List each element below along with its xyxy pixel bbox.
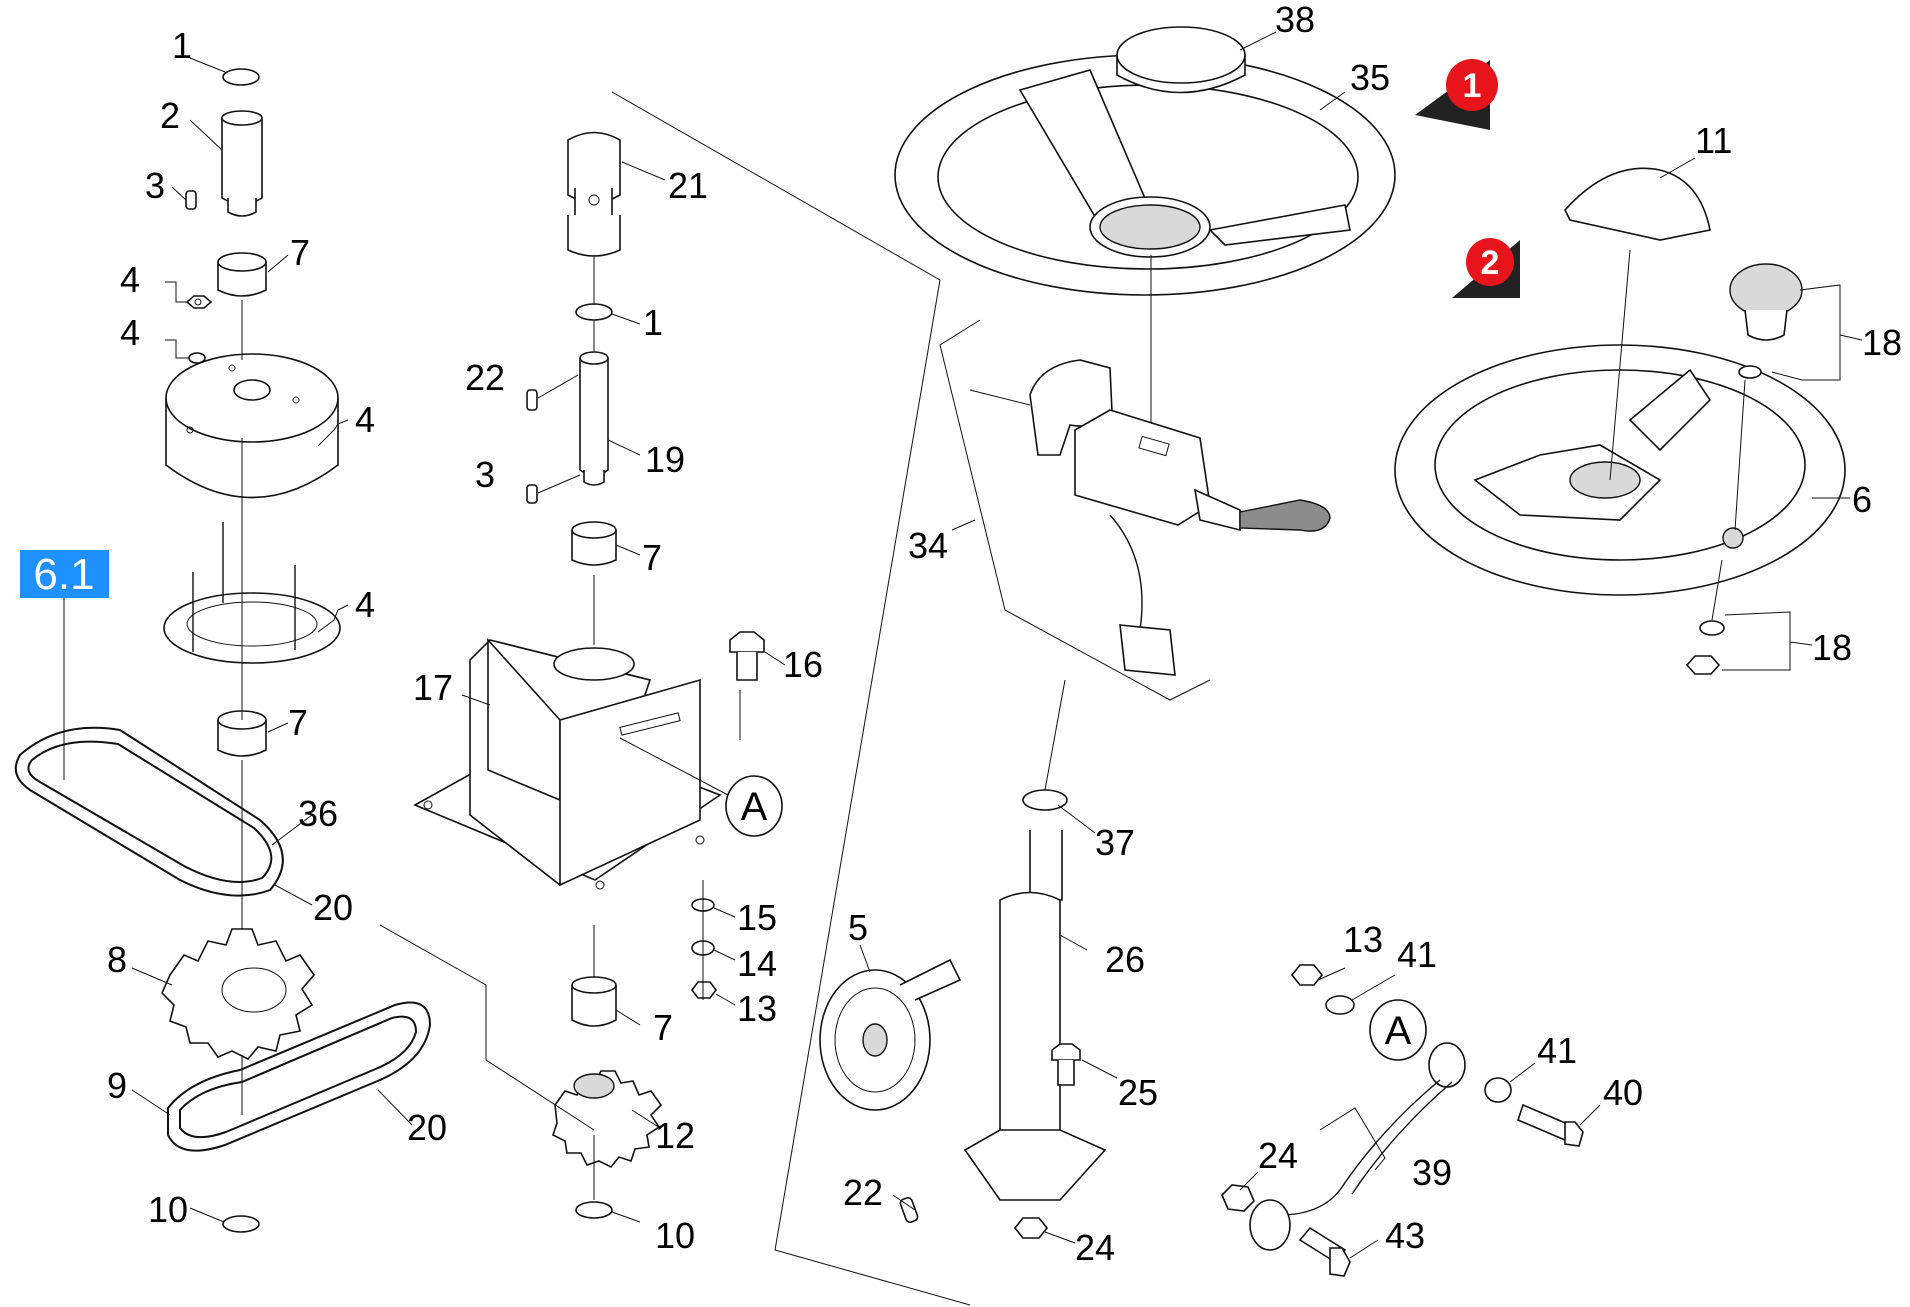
- callout-label: 24: [1075, 1227, 1115, 1268]
- highlight-tag-label: 6.1: [33, 550, 94, 599]
- reference-symbol-a-1: A: [619, 737, 783, 837]
- callout-label: 13: [1343, 919, 1383, 960]
- drive-chain-lower: [167, 1001, 432, 1152]
- variant-marker-1-label: 1: [1463, 67, 1482, 105]
- callout-label: 26: [1105, 939, 1145, 980]
- callout-label: 7: [653, 1007, 673, 1048]
- callout-label: 21: [668, 165, 708, 206]
- callout-label: 39: [1412, 1152, 1452, 1193]
- callout-label: 37: [1095, 822, 1135, 863]
- variant-marker-2-label: 2: [1481, 244, 1500, 282]
- center-column-assembly: [413, 131, 765, 1219]
- left-shaft-assembly: [163, 68, 341, 1115]
- variant-marker-2-circle[interactable]: [1466, 238, 1514, 286]
- callout-label: 38: [1275, 0, 1315, 40]
- steering-wheel-35: [894, 26, 1396, 470]
- highlight-tag-box[interactable]: [20, 550, 109, 598]
- callout-label: 4: [355, 399, 375, 440]
- callout-label: 5: [848, 907, 868, 948]
- callout-label: 3: [475, 454, 495, 495]
- callout-label: 12: [655, 1115, 695, 1156]
- callout-label: 36: [298, 793, 338, 834]
- callout-label: 10: [655, 1215, 695, 1256]
- callout-labels: 1 2 3 7 4 4 4 4 7 36 20 8 9 20 10 21 1 2…: [107, 0, 1902, 1268]
- horn-5: [819, 958, 962, 1111]
- steering-column-26: [899, 679, 1107, 1239]
- callout-label: 22: [465, 357, 505, 398]
- reference-symbol-a-2: A: [1369, 999, 1427, 1061]
- callout-label: 4: [120, 259, 140, 300]
- callout-label: 9: [107, 1065, 127, 1106]
- shaft-19-part: [579, 358, 609, 476]
- variant-marker-2[interactable]: 2: [1452, 238, 1520, 298]
- shaft-part: [221, 117, 263, 205]
- key-part: [185, 190, 197, 210]
- callout-label: 24: [1258, 1135, 1298, 1176]
- group-boundary-lines: [379, 91, 1211, 1306]
- callout-label: 16: [783, 644, 823, 685]
- callout-label: 13: [737, 988, 777, 1029]
- callout-label: 35: [1350, 57, 1390, 98]
- circlip-part: [222, 68, 260, 86]
- callout-label: 19: [645, 439, 685, 480]
- callout-label: 43: [1385, 1215, 1425, 1256]
- column-switch-34: [969, 359, 1331, 676]
- callout-label: 7: [290, 232, 310, 273]
- callout-label: 15: [737, 897, 777, 938]
- sprocket-8: [161, 928, 316, 1060]
- circlip-10-left: [222, 1215, 260, 1233]
- center-cap-11: [1564, 167, 1711, 481]
- callout-label: 3: [145, 165, 165, 206]
- knob-18: [1685, 263, 1803, 675]
- callout-label: 41: [1537, 1030, 1577, 1071]
- drive-chain-upper: [14, 726, 284, 897]
- mounting-plate-part: [163, 592, 341, 664]
- callout-label: 14: [737, 943, 777, 984]
- callout-label: 7: [642, 537, 662, 578]
- callout-label: 1: [643, 302, 663, 343]
- callout-label: 41: [1397, 934, 1437, 975]
- callout-label: 4: [355, 584, 375, 625]
- callout-label: 20: [313, 887, 353, 928]
- callout-label: 8: [107, 939, 127, 980]
- callout-label: 20: [407, 1107, 447, 1148]
- callout-label: 40: [1603, 1072, 1643, 1113]
- callout-label: 17: [413, 667, 453, 708]
- callout-label: 34: [908, 525, 948, 566]
- callout-label: 4: [120, 312, 140, 353]
- variant-marker-1[interactable]: 1: [1415, 59, 1498, 130]
- steering-wheel-6: [1394, 344, 1846, 596]
- callout-label: 18: [1812, 627, 1852, 668]
- callout-label: 25: [1118, 1072, 1158, 1113]
- callout-leaders: [131, 31, 1863, 1259]
- callout-label: 22: [843, 1172, 883, 1213]
- cable-assembly-39: [1221, 964, 1584, 1277]
- callout-label: 1: [172, 25, 192, 66]
- callout-label: 11: [1695, 120, 1732, 161]
- reference-symbol-a-1-label: A: [741, 785, 768, 829]
- callout-label: 7: [288, 702, 308, 743]
- callout-label: 18: [1862, 322, 1902, 363]
- reference-symbol-a-2-label: A: [1385, 1009, 1412, 1053]
- callout-label: 6: [1852, 479, 1872, 520]
- highlight-tag[interactable]: 6.1: [20, 550, 109, 780]
- callout-label: 10: [148, 1189, 188, 1230]
- variant-marker-1-circle[interactable]: [1446, 59, 1498, 111]
- callout-label: 2: [160, 95, 180, 136]
